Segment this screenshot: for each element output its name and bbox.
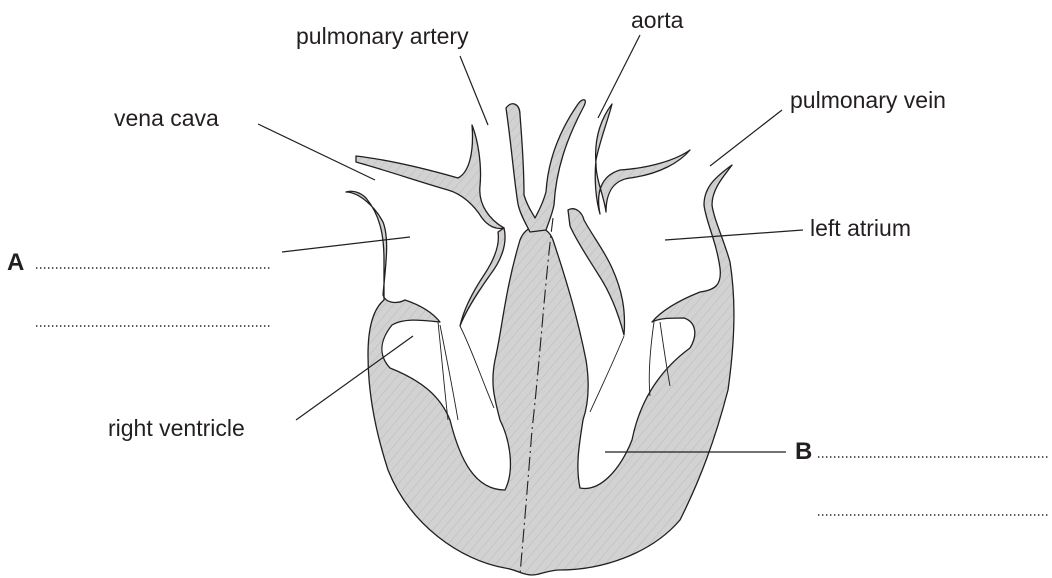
vena-cava-label: vena cava: [114, 105, 219, 131]
aorta-label: aorta: [631, 7, 684, 33]
aorta-leader: [598, 35, 640, 118]
pulmonary-artery-label: pulmonary artery: [296, 23, 469, 49]
vena-cava-leader: [258, 124, 375, 180]
pulmonary-vein-leader: [710, 110, 782, 166]
a-leader: [282, 237, 410, 252]
answer-label-a: A: [7, 249, 24, 276]
pulmonary-artery-leader: [460, 56, 488, 125]
aortic-valve-wall: [568, 209, 625, 335]
left-atrium-label: left atrium: [810, 215, 911, 241]
heart-walls: [346, 100, 734, 575]
pulmonary-vein-label: pulmonary vein: [790, 87, 946, 113]
aortic-branch-wall: [595, 104, 690, 214]
left-atrium-leader: [665, 230, 803, 240]
pulmonary-artery-wall-left: [460, 228, 505, 326]
answer-label-b: B: [795, 438, 812, 465]
right-ventricle-label: right ventricle: [108, 415, 245, 441]
vena-cava-wall: [356, 125, 504, 229]
